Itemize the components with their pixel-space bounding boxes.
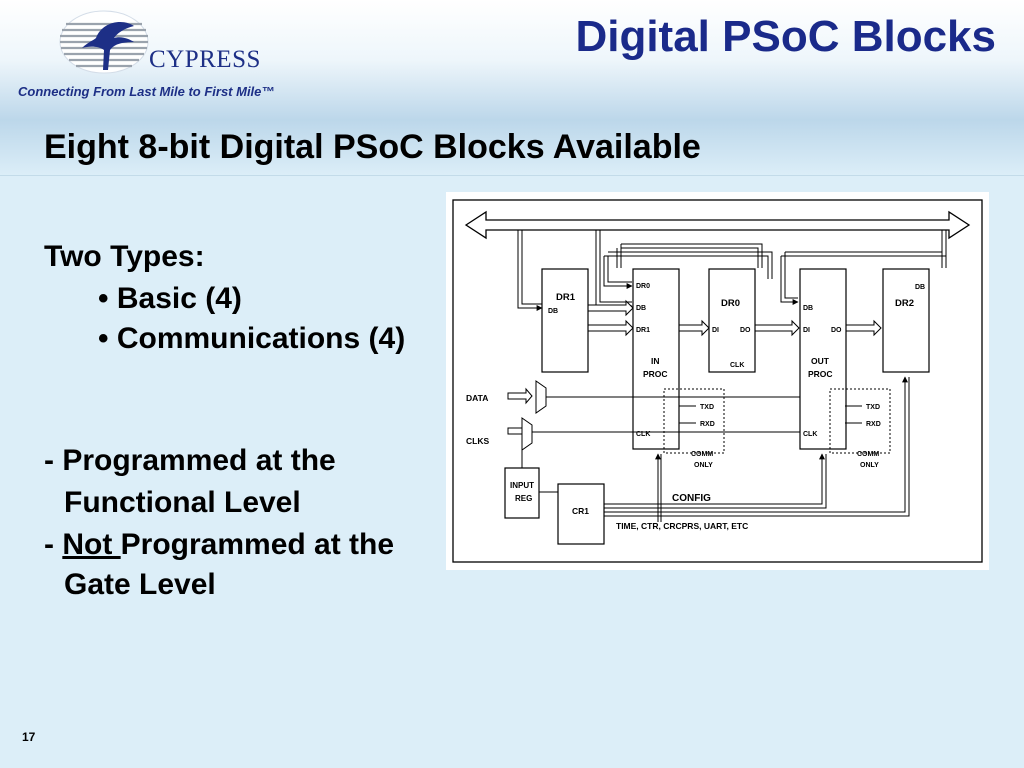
logo-tagline: Connecting From Last Mile to First Mile™ xyxy=(18,84,275,99)
dr2-db-port: DB xyxy=(915,284,925,291)
comm-left-rxd: RXD xyxy=(700,421,715,428)
out-name-line-1: OUT xyxy=(811,356,830,366)
out-name-line-2: PROC xyxy=(808,369,833,379)
types-item-basic: • Basic (4) xyxy=(98,282,242,315)
in-dr1-port: DR1 xyxy=(636,327,650,334)
cr1-label: CR1 xyxy=(572,506,589,516)
in-db-port: DB xyxy=(636,305,646,312)
comm-right-line-1: COMM xyxy=(857,451,879,458)
dr0-do-port: DO xyxy=(740,327,751,334)
out-db-port: DB xyxy=(803,305,813,312)
dr1-db-port: DB xyxy=(548,308,558,315)
comm-right-rxd: RXD xyxy=(866,421,881,428)
out-clk-port: CLK xyxy=(803,431,817,438)
comm-lines xyxy=(679,405,862,424)
note-line-3-underlined: Not xyxy=(62,528,121,561)
page-number: 17 xyxy=(22,730,36,744)
slide-header: CYPRESS Connecting From Last Mile to Fir… xyxy=(0,0,1024,176)
comm-right-txd: TXD xyxy=(866,404,880,411)
out-do-port: DO xyxy=(831,327,842,334)
note-line-3-rest: Programmed at the xyxy=(120,528,395,561)
note-line-2: Functional Level xyxy=(64,486,301,519)
data-mux xyxy=(535,380,547,414)
note-line-4: Gate Level xyxy=(64,568,216,601)
cypress-tree-icon xyxy=(59,10,149,74)
block-diagram-svg: DR1 DB DR0 DB DR1 IN PROC CLK DR0 DI DO … xyxy=(452,199,983,563)
slide-subtitle: Eight 8-bit Digital PSoC Blocks Availabl… xyxy=(44,128,701,166)
data-label: DATA xyxy=(466,393,488,403)
in-name-line-1: IN xyxy=(651,356,660,366)
input-reg-line-2: REG xyxy=(515,494,532,503)
slide-title: Digital PSoC Blocks xyxy=(575,12,996,61)
comm-left-line-1: COMM xyxy=(691,451,713,458)
block-boxes xyxy=(504,268,930,545)
clk-mux xyxy=(521,417,533,451)
dr2-title: DR2 xyxy=(895,298,914,309)
control-wires xyxy=(521,376,910,522)
dr0-clk-port: CLK xyxy=(730,362,744,369)
note-line-1: - Programmed at the xyxy=(44,444,336,477)
data-bus-arrow xyxy=(464,210,971,240)
psoc-block-diagram: DR1 DB DR0 DB DR1 IN PROC CLK DR0 DI DO … xyxy=(446,192,989,570)
comm-left-line-2: ONLY xyxy=(694,462,713,469)
functions-label: TIME, CTR, CRCPRS, UART, ETC xyxy=(616,521,748,531)
in-dr0-port: DR0 xyxy=(636,283,650,290)
note-line-3: - Not Programmed at the xyxy=(44,528,394,562)
header-divider xyxy=(0,175,1024,176)
comm-right-line-2: ONLY xyxy=(860,462,879,469)
in-name-line-2: PROC xyxy=(643,369,668,379)
clks-label: CLKS xyxy=(466,436,489,446)
dr0-di-port: DI xyxy=(712,327,719,334)
logo-wordmark: CYPRESS xyxy=(149,46,261,73)
types-heading: Two Types: xyxy=(44,240,205,273)
input-reg-line-1: INPUT xyxy=(510,481,534,490)
comm-box-right xyxy=(829,388,891,454)
dr1-title: DR1 xyxy=(556,292,576,303)
cypress-logo: CYPRESS Connecting From Last Mile to Fir… xyxy=(14,8,314,100)
comm-box-left xyxy=(663,388,725,454)
note-line-3-prefix: - xyxy=(44,528,63,561)
diagram-frame xyxy=(452,199,983,563)
config-label: CONFIG xyxy=(672,493,711,504)
in-clk-port: CLK xyxy=(636,431,650,438)
comm-left-txd: TXD xyxy=(700,404,714,411)
dr0-title: DR0 xyxy=(721,298,740,309)
types-item-communications: • Communications (4) xyxy=(98,322,406,355)
out-di-port: DI xyxy=(803,327,810,334)
